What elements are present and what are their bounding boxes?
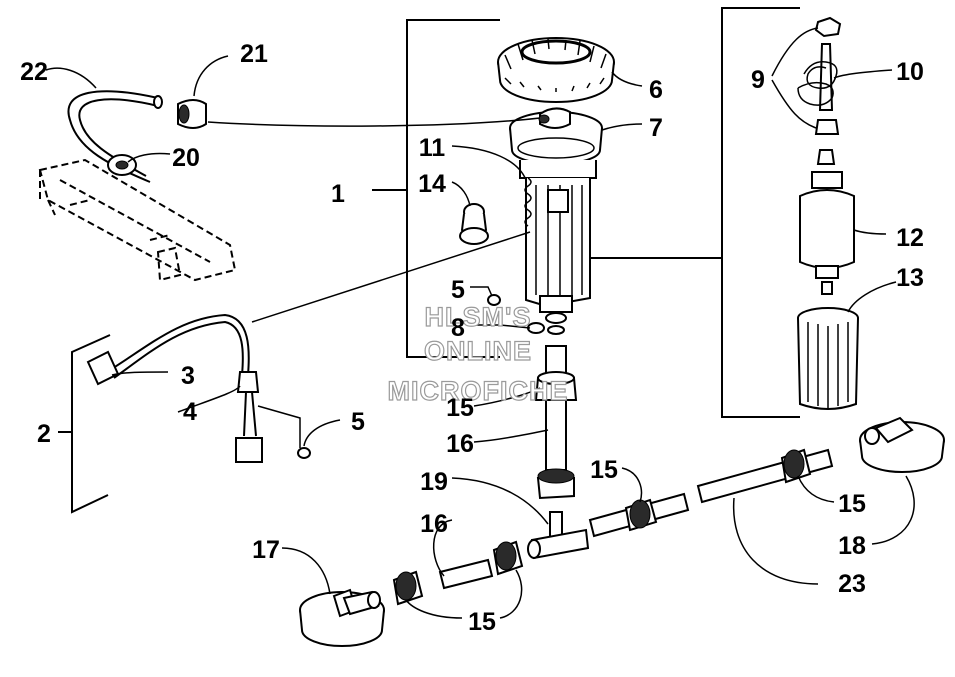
callout-19: 19 (420, 468, 448, 496)
callout-5-upper: 5 (451, 276, 465, 304)
callout-22: 22 (20, 58, 48, 86)
callout-1: 1 (331, 180, 345, 208)
callout-10: 10 (896, 58, 924, 86)
fuel-pump-part (797, 16, 855, 295)
pickup-left-part (299, 588, 385, 647)
callout-8: 8 (451, 314, 465, 342)
callout-16-lower: 16 (420, 510, 448, 538)
watermark-line-3: MICROFICHE (388, 376, 569, 406)
dashed-frame-outline (38, 158, 237, 282)
callout-7: 7 (649, 114, 663, 142)
hose-long-23-part (696, 448, 834, 504)
callout-5-lower: 5 (351, 408, 365, 436)
strainer-sleeve-part (797, 307, 859, 410)
callout-18: 18 (838, 532, 866, 560)
callout-2: 2 (37, 420, 51, 448)
grommet-part (459, 203, 489, 245)
wire-harness-part (86, 313, 263, 463)
callout-15-right: 15 (838, 490, 866, 518)
callout-6: 6 (649, 76, 663, 104)
tee-fitting-part (527, 511, 590, 560)
callout-20: 20 (172, 144, 200, 172)
pickup-right-part (859, 416, 945, 473)
bracket-assembly-1 (406, 19, 500, 358)
hose-left-part (392, 540, 524, 606)
vent-line-part (67, 90, 207, 183)
callout-13: 13 (896, 264, 924, 292)
watermark-line-2: ONLINE (424, 336, 532, 366)
callout-15-bottom: 15 (468, 608, 496, 636)
callout-3: 3 (181, 362, 195, 390)
callout-17: 17 (252, 536, 280, 564)
callout-14: 14 (418, 170, 446, 198)
callout-15-tee: 15 (590, 456, 618, 484)
hose-right-part (588, 492, 690, 538)
watermark: HLSM'S ONLINE MICROFICHE (387, 301, 569, 406)
fuel-sender-assembly (509, 107, 603, 335)
callout-21: 21 (240, 40, 268, 68)
callout-16-vertical: 16 (446, 430, 474, 458)
callout-9: 9 (751, 66, 765, 94)
callout-23: 23 (838, 570, 866, 598)
callout-4: 4 (183, 398, 197, 426)
leader-lines (45, 27, 915, 619)
bracket-assembly-right (721, 7, 800, 418)
callout-11: 11 (419, 134, 446, 162)
lock-ring-part (497, 37, 615, 103)
callout-15-vertical: 15 (446, 394, 474, 422)
watermark-line-1: HLSM'S (425, 302, 532, 332)
callout-12: 12 (896, 224, 924, 252)
callout-labels: 1 2 3 4 5 5 6 7 8 9 10 11 12 13 14 15 15… (20, 40, 924, 636)
hose-vertical-part (534, 345, 578, 500)
screw-part (297, 294, 501, 459)
